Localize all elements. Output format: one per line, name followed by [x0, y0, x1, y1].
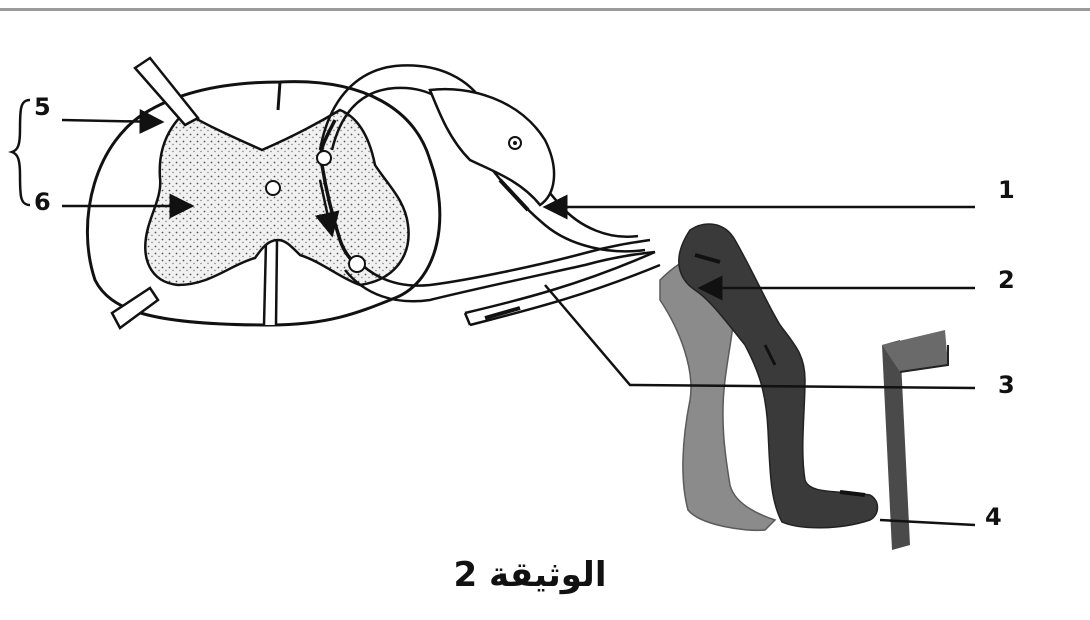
central-canal	[266, 181, 280, 195]
dorsal-sulcus	[278, 82, 280, 110]
label-6: 6	[34, 190, 51, 214]
spinal-nerve-end	[465, 313, 470, 325]
motor-neuron-body	[349, 256, 365, 272]
label-5: 5	[34, 95, 51, 119]
label-3: 3	[998, 373, 1015, 397]
ventral-fissure	[264, 238, 277, 326]
label-1: 1	[998, 178, 1015, 202]
label-2: 2	[998, 268, 1015, 292]
document-caption: الوثيقة 2	[430, 555, 630, 595]
label-brace	[12, 100, 30, 205]
label-4: 4	[985, 505, 1002, 529]
interneuron-body	[317, 151, 331, 165]
spinal-ganglion	[430, 89, 554, 205]
